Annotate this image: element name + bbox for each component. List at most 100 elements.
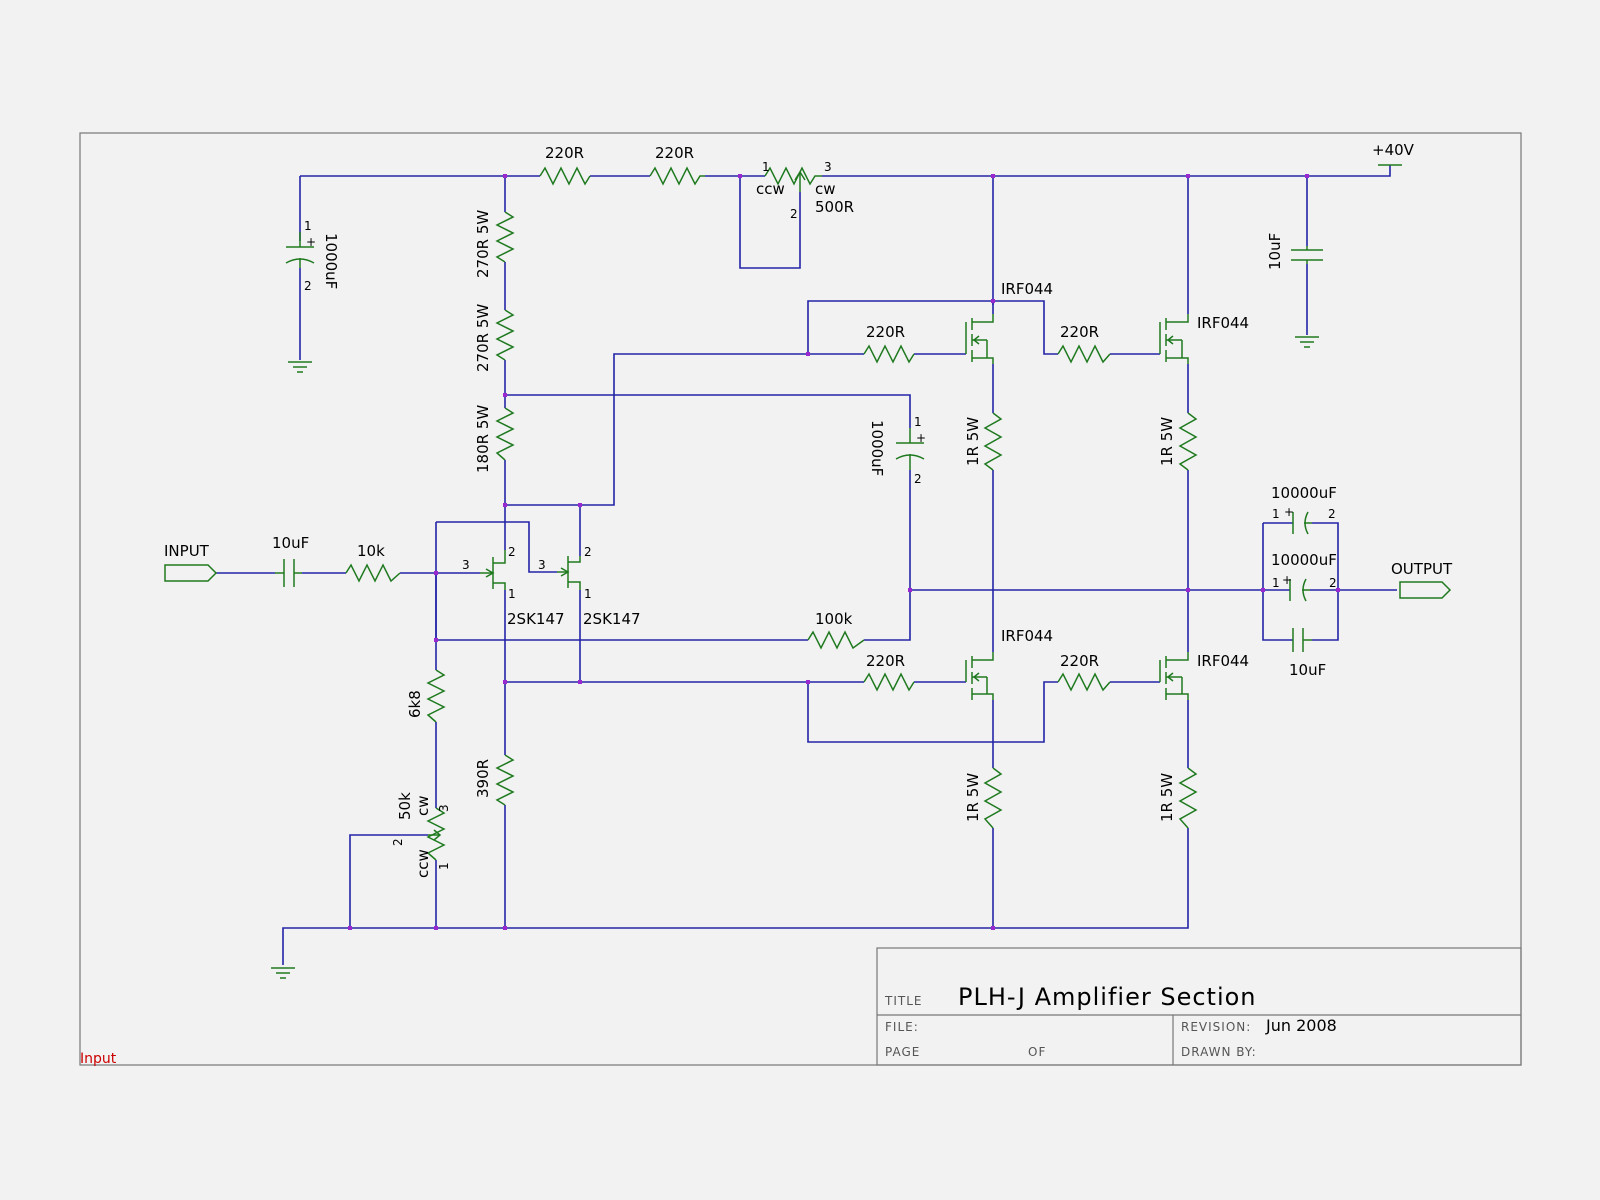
capacitor-c-rail [1291, 246, 1323, 264]
capacitor-c-out1 [1292, 511, 1312, 535]
resistor-r-gate-bl [863, 672, 915, 692]
c-boot-value: 1000uF [868, 420, 886, 476]
label-r-6k8: 6k8 [406, 690, 424, 718]
pot-bias-pin1: 1 [762, 160, 770, 174]
capacitor-c-supply [285, 232, 315, 268]
label-r-180: 180R 5W [474, 405, 492, 473]
pot-gain-value: 50k [396, 792, 414, 820]
jfet2-s: 1 [584, 587, 592, 601]
label-q-top-left: IRF044 [1001, 280, 1053, 298]
of-label: OF [1028, 1045, 1046, 1059]
c-supply-pin1: 1 [304, 219, 312, 233]
pot-gain-pin2: 2 [391, 838, 405, 846]
mosfet-q-top-right [1159, 314, 1189, 364]
resistor-r-src-bl [983, 767, 1003, 829]
mosfet-q-bot-right [1159, 652, 1189, 700]
pot-bias-pin3: 3 [824, 160, 832, 174]
jfet-q2 [557, 556, 581, 590]
c-out2-pin2: 2 [1329, 576, 1337, 590]
label-r-gate-tr: 220R [1060, 323, 1099, 341]
c-out2-pin1: 1 [1272, 576, 1280, 590]
jfet2-d: 2 [584, 545, 592, 559]
jfet2-g: 3 [538, 558, 546, 572]
potentiometer-bias [764, 166, 822, 192]
resistor-r-270b [495, 309, 515, 361]
c-supply-value: 1000uF [322, 233, 340, 289]
label-r-390: 390R [474, 759, 492, 798]
jfet1-d: 2 [508, 545, 516, 559]
c-out1-pin2: 2 [1328, 507, 1336, 521]
output-port-label: OUTPUT [1391, 560, 1453, 578]
label-r-270a: 270R 5W [474, 210, 492, 278]
resistor-r-src-tl [983, 412, 1003, 471]
revision-label: REVISION: [1181, 1020, 1251, 1034]
file-label: FILE: [885, 1020, 919, 1034]
capacitor-c-in [275, 559, 302, 587]
resistor-r-src-tr [1178, 412, 1198, 471]
c-supply-pin2: 2 [304, 279, 312, 293]
pot-gain-cw: cw [414, 795, 432, 816]
c-boot-pin2: 2 [914, 472, 922, 486]
c-out1-value: 10000uF [1271, 484, 1337, 502]
c-out2-value: 10000uF [1271, 551, 1337, 569]
page-title: PLH-J Amplifier Section [958, 983, 1257, 1011]
c-out1-pin1: 1 [1272, 507, 1280, 521]
label-q-top-right: IRF044 [1197, 314, 1249, 332]
label-r-top2: 220R [655, 144, 694, 162]
pot-gain-ccw: ccw [414, 849, 432, 878]
label-r-gate-tl: 220R [866, 323, 905, 341]
pot-gain-pin1: 1 [437, 862, 451, 870]
label-r-gate-bl: 220R [866, 652, 905, 670]
potentiometer-gain [426, 807, 446, 861]
capacitor-c-boot [895, 428, 925, 470]
resistor-r-top2 [649, 166, 705, 186]
label-r-fb: 100k [815, 610, 853, 628]
mosfet-q-top-left [965, 314, 994, 364]
pot-gain-pin3: 3 [437, 804, 451, 812]
resistor-r-top1 [539, 166, 591, 186]
label-q-bot-left: IRF044 [1001, 627, 1053, 645]
label-r-270b: 270R 5W [474, 304, 492, 372]
resistor-r-gate-tr [1057, 344, 1111, 364]
label-c-rail: 10uF [1266, 233, 1284, 270]
label-r-src-br: 1R 5W [1158, 773, 1176, 822]
supply-label: +40V [1372, 141, 1415, 159]
label-r-src-bl: 1R 5W [964, 773, 982, 822]
capacitor-c-out2 [1289, 578, 1310, 602]
label-r-src-tl: 1R 5W [964, 417, 982, 466]
title-label: TITLE [884, 994, 922, 1008]
drawn-by-label: DRAWN BY: [1181, 1045, 1257, 1059]
resistor-r-180 [495, 407, 515, 461]
jfet1-part: 2SK147 [507, 610, 565, 628]
pot-bias-ccw: ccw [756, 180, 785, 198]
resistor-r-390 [495, 754, 515, 806]
resistor-r-270a [495, 211, 515, 263]
pot-bias-value: 500R [815, 198, 854, 216]
c-out1-plus: + [1284, 505, 1294, 519]
label-c-out3: 10uF [1289, 661, 1326, 679]
pot-bias-pin2: 2 [790, 207, 798, 221]
label-r-gate-br: 220R [1060, 652, 1099, 670]
pot-bias-cw: cw [815, 180, 836, 198]
junction-dots [348, 174, 1340, 930]
c-out2-plus: + [1282, 573, 1292, 587]
input-port-label: INPUT [164, 542, 210, 560]
label-r-src-tr: 1R 5W [1158, 417, 1176, 466]
c-boot-pin1: 1 [914, 415, 922, 429]
label-q-bot-right: IRF044 [1197, 652, 1249, 670]
resistor-r-gate-br [1057, 672, 1111, 692]
resistor-r-6k8 [426, 669, 446, 723]
resistor-r-in [345, 563, 401, 583]
title-block: TITLE PLH-J Amplifier Section FILE: PAGE… [876, 947, 1522, 1066]
capacitor-c-out3 [1292, 628, 1312, 652]
c-supply-plus: + [306, 235, 316, 249]
page-label: PAGE [885, 1045, 920, 1059]
resistor-r-gate-tl [863, 344, 915, 364]
jfet1-s: 1 [508, 587, 516, 601]
jfet-q1 [480, 550, 506, 590]
wires [216, 165, 1397, 965]
revision-value: Jun 2008 [1265, 1016, 1337, 1035]
label-r-in: 10k [357, 542, 385, 560]
jfet2-part: 2SK147 [583, 610, 641, 628]
